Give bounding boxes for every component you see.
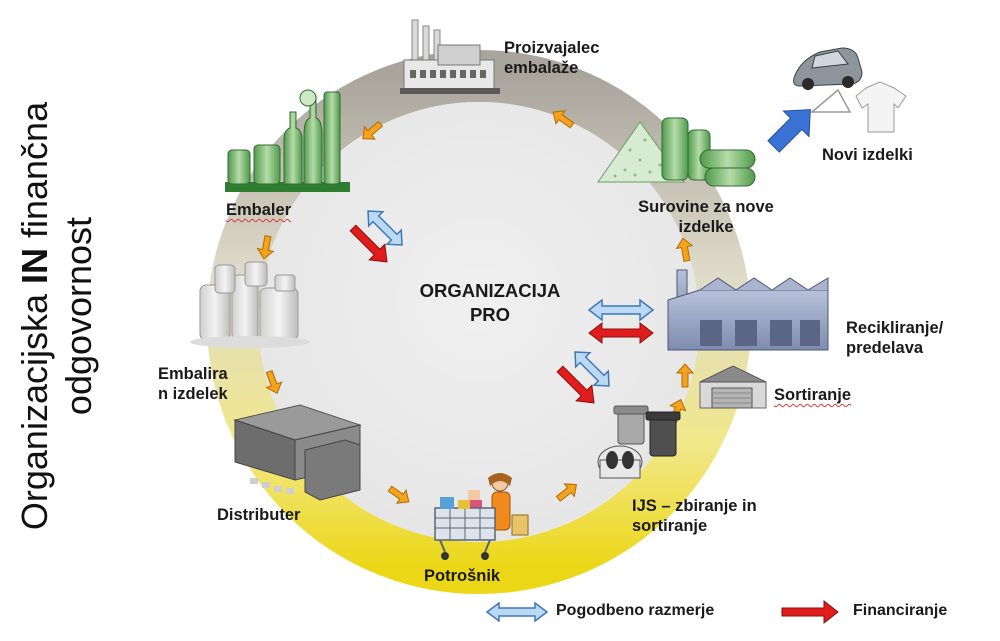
sorting-hall-icon [699, 365, 767, 409]
label-surovine: Surovine za nove izdelke [626, 197, 786, 237]
legend-financing-label: Financiranje [853, 602, 948, 619]
waste-bins-icon [597, 405, 681, 479]
center-label-line1: ORGANIZACIJA [419, 280, 561, 301]
cycle-arrow-proizvajalec-to-embaler [362, 120, 384, 140]
vertical-title-part1: Organizacijska [14, 284, 55, 531]
contract-arrow-embaler [367, 210, 403, 246]
label-proizvajalec-line1: Proizvajalec [504, 39, 600, 57]
cycle-arrow-sortiranje-to-recikliranje [675, 363, 695, 388]
contract-arrow-recikliranje [587, 298, 655, 322]
cycle-arrow-distributer-to-potrosnik [387, 485, 410, 504]
cycle-arrows [256, 110, 695, 504]
label-ijs-line1: IJS – zbiranje in [632, 497, 757, 515]
label-surovine-line2: izdelke [678, 218, 734, 236]
recycling-plant-icon [667, 269, 829, 351]
new-products-arrow [767, 109, 811, 153]
label-recikliranje: Recikliranje/ predelava [846, 318, 943, 358]
legend-financing-arrow [781, 599, 839, 625]
legend-contract-label: Pogodbeno razmerje [556, 602, 715, 619]
label-potrosnik: Potrošnik [424, 567, 501, 585]
cycle-arrow-surovine-to-proizvajalec [552, 110, 575, 129]
relation-arrows [349, 210, 655, 404]
cycle-arrow-embaliran-to-distributer [265, 369, 283, 394]
label-ijs-line2: sortiranje [632, 517, 708, 535]
label-distributer: Distributer [217, 506, 301, 524]
label-embaliran-line1: Embalira [158, 365, 228, 383]
vertical-title-line2: odgovornost [58, 216, 99, 416]
center-label-line2: PRO [469, 304, 511, 325]
label-sortiranje: Sortiranje [774, 386, 852, 404]
label-embaliran-izdelek: Embalira n izdelek [158, 364, 228, 404]
legend-contract-arrow [485, 601, 549, 623]
label-surovine-line1: Surovine za nove [638, 198, 774, 216]
raw-materials-icon [597, 117, 756, 187]
center-label: ORGANIZACIJA PRO [380, 279, 600, 327]
financing-arrow-recikliranje [588, 321, 654, 345]
cycle-arrow-recikliranje-to-surovine [675, 237, 694, 262]
contract-arrow-ijs [574, 351, 610, 387]
white-products-icon [190, 261, 310, 348]
financing-arrow-embaler [349, 224, 388, 263]
label-proizvajalec: Proizvajalec embalaže [504, 38, 599, 78]
vertical-title-part3: finančna [14, 101, 55, 249]
clothes-icon [809, 81, 907, 133]
vertical-title-bold: IN [14, 248, 55, 285]
warehouse-icon [233, 404, 362, 501]
financing-arrow-ijs [556, 365, 595, 404]
green-packaging-icon [225, 89, 350, 192]
label-novi-izdelki: Novi izdelki [822, 146, 913, 164]
factory-icon [400, 19, 500, 94]
label-recikliranje-line2: predelava [846, 339, 924, 357]
vertical-title-line1: Organizacijska IN finančna [13, 36, 57, 596]
label-embaler: Embaler [226, 201, 292, 219]
label-proizvajalec-line2: embalaže [504, 59, 579, 77]
car-icon [793, 47, 863, 90]
label-ijs: IJS – zbiranje in sortiranje [632, 496, 757, 536]
cycle-arrow-potrosnik-to-ijs [555, 483, 578, 502]
vertical-title: Organizacijska IN finančna odgovornost [13, 36, 113, 596]
shopper-icon [434, 473, 529, 560]
label-recikliranje-line1: Recikliranje/ [846, 319, 944, 337]
cycle-arrow-embaler-to-embaliran [256, 235, 275, 260]
label-embaliran-line2: n izdelek [158, 385, 228, 403]
